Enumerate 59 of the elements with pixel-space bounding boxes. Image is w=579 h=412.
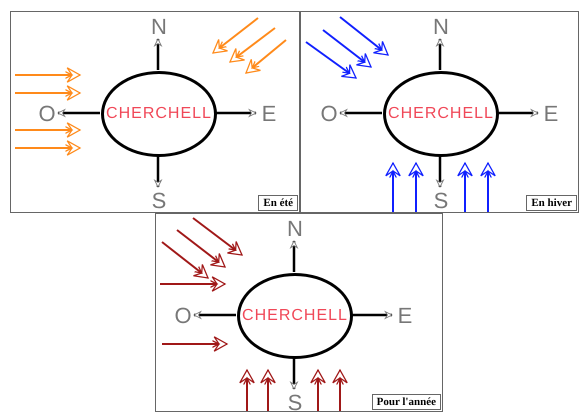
wind-arrow [229,27,276,63]
wind-arrow [160,276,226,292]
wind-arrow [480,162,496,212]
city-name: CHERCHELL [242,307,348,325]
wind-arrow [310,369,326,411]
wind-arrow [212,17,259,54]
wind-arrow [192,217,243,256]
compass-letter: E [394,305,416,327]
season-caption: En hiver [526,195,577,211]
compass-letter: O [36,103,58,125]
compass-arrow [194,311,236,319]
compass-letter: S [148,190,170,212]
wind-arrow [15,140,81,156]
compass-arrow [352,311,392,319]
compass-arrow [290,358,298,390]
compass-letter: E [258,103,280,125]
compass-letter: O [172,305,194,327]
compass-letter: O [318,103,340,125]
compass-arrow [498,109,538,117]
city-ellipse [383,71,499,157]
wind-arrow [457,162,473,212]
wind-arrow [408,162,424,212]
city-name: CHERCHELL [106,105,212,123]
compass-letter: N [148,16,170,38]
compass-arrow [58,109,100,117]
wind-arrow [322,29,372,68]
compass-letter: N [430,16,452,38]
season-caption: En été [258,195,298,211]
compass-arrow [436,156,444,188]
wind-arrow [339,16,389,56]
panel-frame [155,213,443,412]
wind-arrow [176,229,226,268]
compass-arrow [216,109,256,117]
compass-arrow [154,156,162,188]
wind-arrow [15,122,81,138]
compass-letter: S [284,392,306,412]
wind-arrow [385,162,401,212]
city-ellipse [101,71,217,157]
wind-arrow [245,39,287,74]
wind-arrow [15,85,81,101]
compass-arrow [436,38,444,70]
compass-arrow [340,109,382,117]
wind-arrow [260,369,276,411]
compass-letter: E [540,103,562,125]
city-ellipse [237,273,353,359]
compass-arrow [154,38,162,70]
wind-arrow [15,67,81,83]
wind-arrow [332,369,348,411]
compass-letter: N [284,218,306,240]
city-name: CHERCHELL [388,105,494,123]
panel-frame [300,11,579,213]
wind-arrow [239,369,255,411]
compass-arrow [290,240,298,272]
wind-arrow [161,241,209,279]
panel-frame [10,11,300,213]
wind-arrow [305,41,357,79]
season-caption: Pour l'année [372,394,441,410]
compass-letter: S [430,190,452,212]
wind-arrow [162,336,228,352]
